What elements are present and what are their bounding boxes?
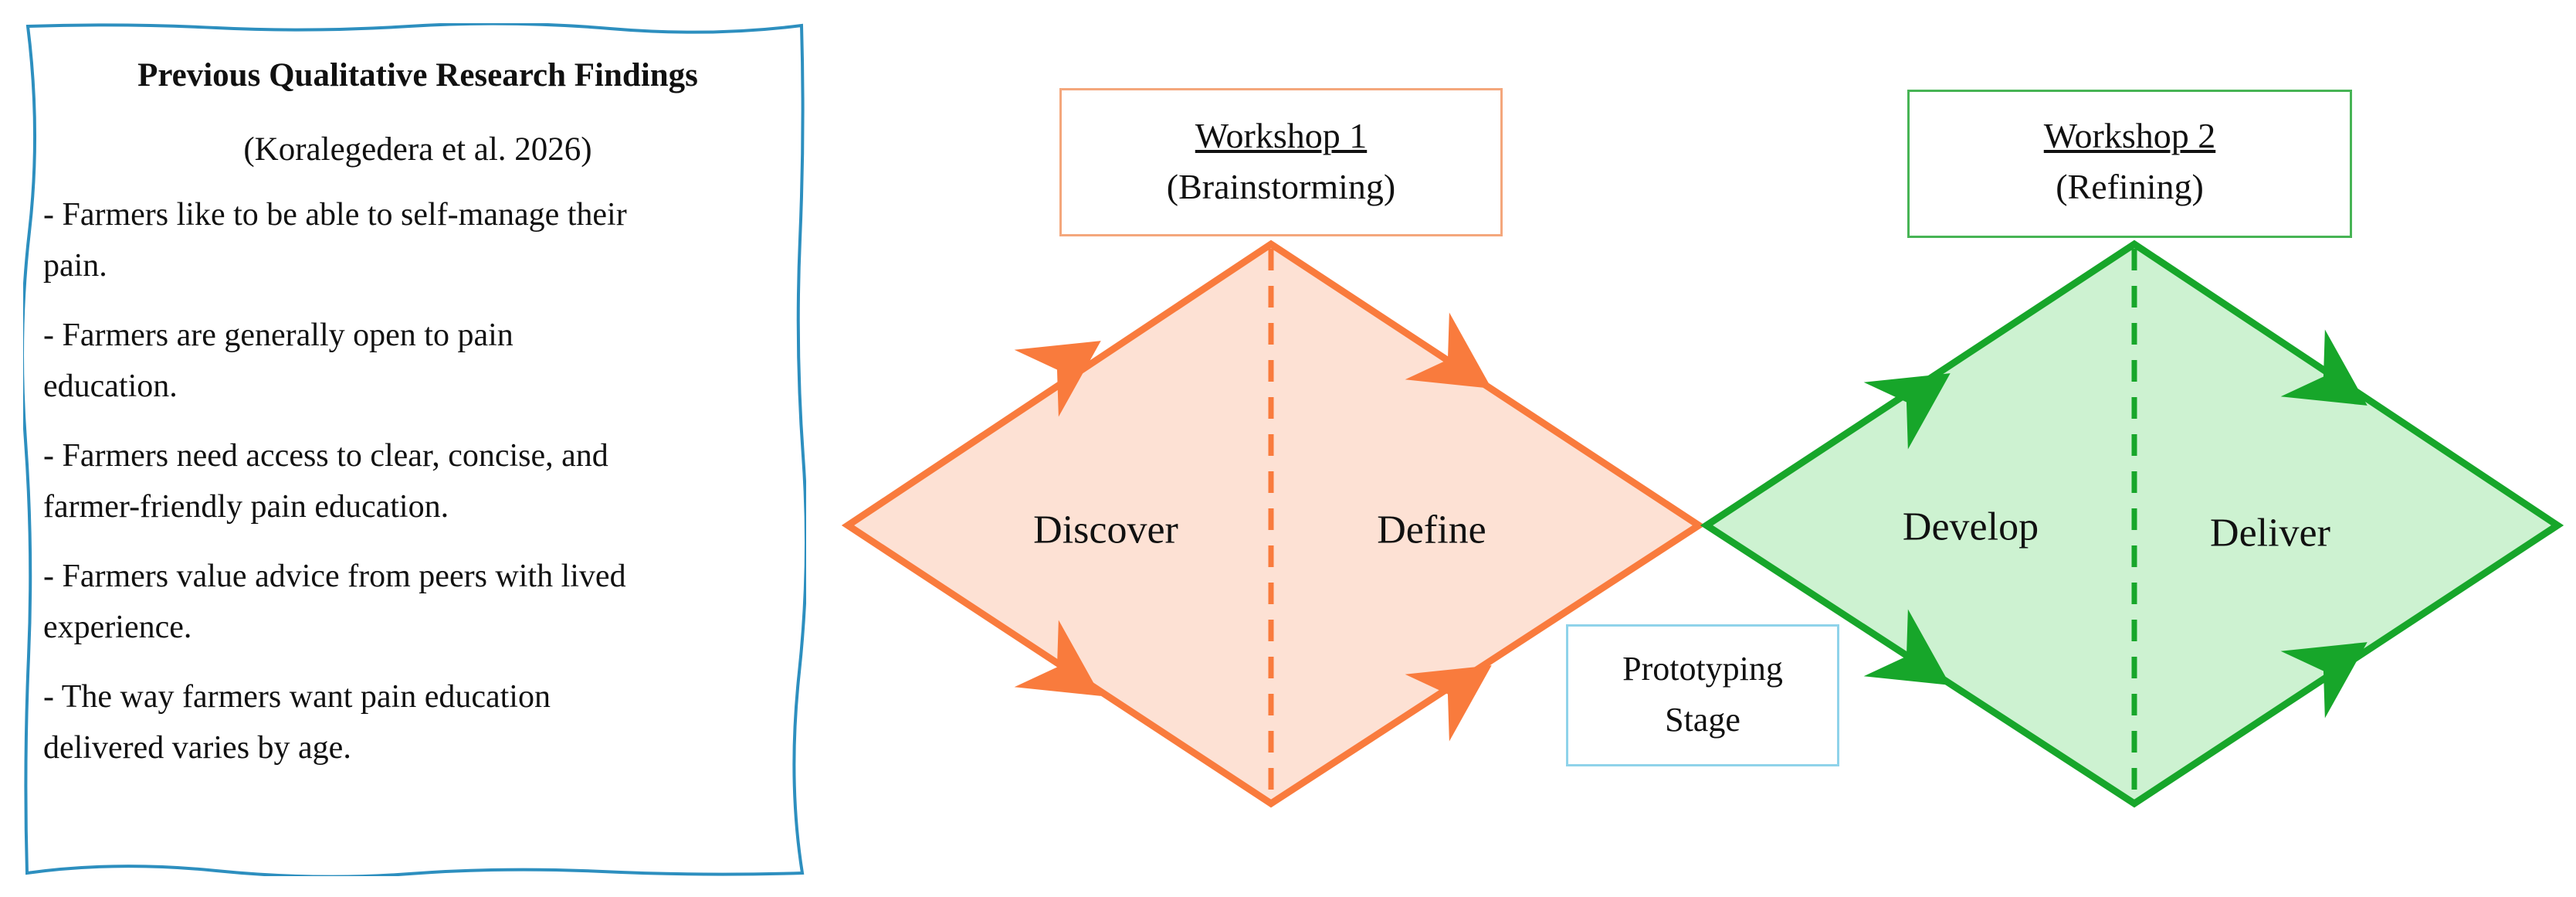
phase-label-deliver: Deliver: [2210, 511, 2330, 556]
finding-line: - Farmers need access to clear, concise,…: [43, 438, 608, 474]
finding-line: - Farmers value advice from peers with l…: [43, 559, 626, 595]
phase-label-discover: Discover: [1033, 508, 1178, 552]
findings-box-border: [23, 23, 806, 876]
finding-line: experience.: [43, 610, 192, 646]
arrow-icon: [1863, 373, 1951, 450]
workshop-2-title: Workshop 2: [2043, 116, 2216, 155]
finding-line: - The way farmers want pain education: [43, 679, 551, 715]
prototyping-label: Stage: [1665, 701, 1740, 739]
prototyping-label: Prototyping: [1622, 650, 1783, 688]
finding-item: - The way farmers want pain education de…: [43, 671, 792, 773]
arrow-icon: [1014, 620, 1101, 696]
workshop-2-box: Workshop 2 (Refining): [1907, 90, 2352, 238]
arrow-icon: [2280, 329, 2368, 406]
finding-line: - Farmers are generally open to pain: [43, 318, 514, 354]
finding-line: pain.: [43, 248, 107, 284]
arrow-icon: [1014, 341, 1101, 417]
arrow-icon: [1405, 312, 1492, 389]
arrow-icon: [1863, 609, 1951, 685]
prototyping-stage-box: Prototyping Stage: [1566, 624, 1839, 766]
finding-item: - Farmers need access to clear, concise,…: [43, 430, 792, 532]
finding-line: delivered varies by age.: [43, 730, 351, 766]
finding-line: farmer-friendly pain education.: [43, 489, 449, 525]
findings-content: Previous Qualitative Research Findings (…: [43, 56, 792, 792]
findings-title: Previous Qualitative Research Findings: [137, 57, 698, 93]
workshop-1-title: Workshop 1: [1195, 116, 1368, 155]
findings-list: - Farmers like to be able to self-manage…: [43, 189, 792, 773]
finding-item: - Farmers value advice from peers with l…: [43, 551, 792, 653]
finding-line: - Farmers like to be able to self-manage…: [43, 197, 627, 233]
findings-citation: (Koralegedera et al. 2026): [243, 131, 592, 168]
phase-label-define: Define: [1377, 508, 1486, 552]
arrow-icon: [1405, 665, 1492, 742]
findings-box: Previous Qualitative Research Findings (…: [23, 23, 806, 876]
finding-item: - Farmers are generally open to pain edu…: [43, 310, 792, 412]
arrow-icon: [2280, 642, 2368, 719]
finding-item: - Farmers like to be able to self-manage…: [43, 189, 792, 291]
workshop-1-box: Workshop 1 (Brainstorming): [1059, 88, 1503, 236]
finding-line: education.: [43, 369, 178, 405]
workshop-1-subtitle: (Brainstorming): [1166, 167, 1396, 206]
phase-label-develop: Develop: [1902, 505, 2039, 549]
workshop-2-subtitle: (Refining): [2056, 167, 2204, 206]
